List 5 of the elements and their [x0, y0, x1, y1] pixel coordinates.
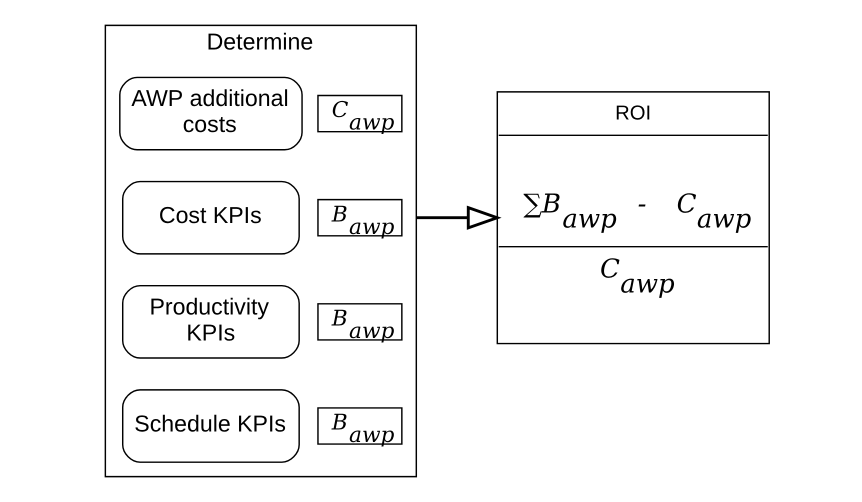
node-box: Productivity KPIs — [121, 284, 300, 359]
node-box: Cost KPIs — [121, 180, 300, 255]
node-box: AWP additional costs — [118, 76, 302, 150]
node-box: Schedule KPIs — [121, 389, 300, 463]
arrow — [416, 206, 502, 230]
